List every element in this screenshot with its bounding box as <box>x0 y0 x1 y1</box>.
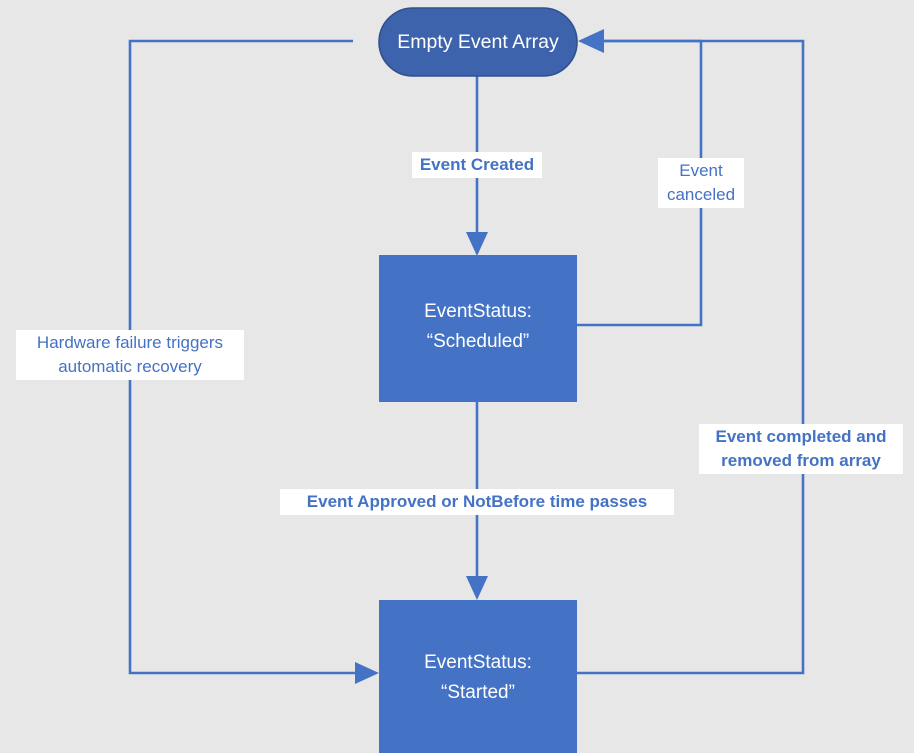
edge-event-created-arrowhead <box>466 232 488 256</box>
edge-label-hardware-failure-line2: automatic recovery <box>58 357 202 377</box>
edge-event-approved-arrowhead <box>466 576 488 600</box>
edge-event-canceled-arrowhead <box>578 29 604 53</box>
edge-label-event-canceled: Event canceled <box>658 158 744 209</box>
edge-label-event-approved-line1: Event Approved or NotBefore time passes <box>306 492 648 511</box>
node-empty-event-array[interactable]: Empty Event Array <box>378 7 578 77</box>
node-event-status-started-label-line2: “Started” <box>441 682 515 703</box>
node-event-status-scheduled-label-line2: “Scheduled” <box>427 331 529 352</box>
node-event-status-scheduled[interactable]: EventStatus: “Scheduled” <box>379 255 577 402</box>
edge-label-event-completed-line2: removed from array <box>721 451 881 471</box>
edge-label-event-completed-line1: Event completed and <box>715 427 887 446</box>
edge-label-event-created-line1: Event Created <box>419 155 535 174</box>
edge-label-event-created: Event Created <box>412 152 542 179</box>
edge-label-hardware-failure-line1: Hardware failure triggers <box>36 333 224 352</box>
edge-label-event-approved: Event Approved or NotBefore time passes <box>280 489 674 516</box>
node-empty-event-array-label: Empty Event Array <box>397 31 559 53</box>
node-event-status-started-label-line1: EventStatus: <box>424 652 532 673</box>
edge-event-completed-line <box>577 39 805 675</box>
edge-label-event-canceled-line1: Event <box>679 161 723 180</box>
node-event-status-scheduled-label-line1: EventStatus: <box>424 301 532 322</box>
node-empty-event-array-shape[interactable] <box>378 7 578 77</box>
node-event-status-started[interactable]: EventStatus: “Started” <box>379 600 577 753</box>
node-event-status-scheduled-shape[interactable] <box>379 255 577 402</box>
edge-event-completed <box>577 39 805 675</box>
edge-label-hardware-failure: Hardware failure triggers automatic reco… <box>16 330 244 381</box>
edge-label-event-canceled-line2: canceled <box>666 185 736 205</box>
node-event-status-started-shape[interactable] <box>379 600 577 753</box>
edge-label-event-completed: Event completed and removed from array <box>699 424 903 475</box>
edge-hardware-failure-arrowhead <box>355 662 379 684</box>
